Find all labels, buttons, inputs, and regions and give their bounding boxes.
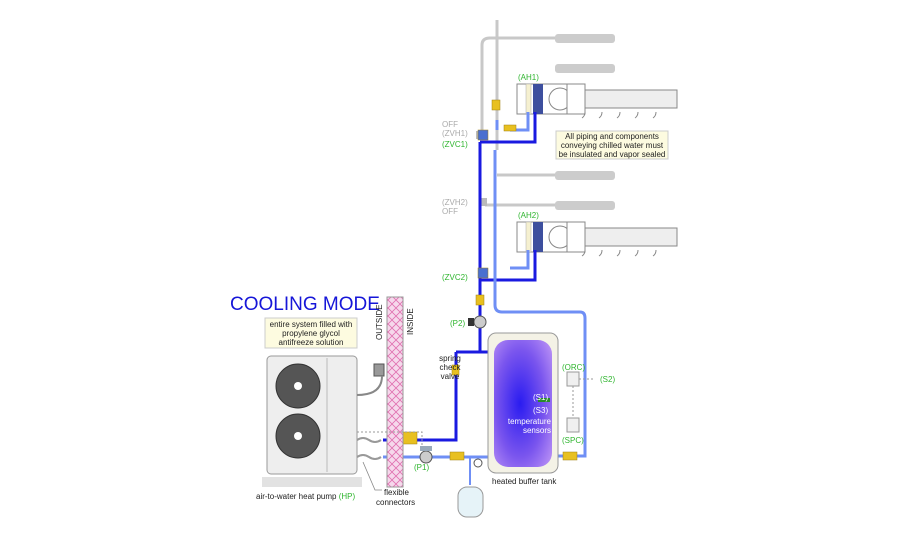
ah1-label: (AH1) xyxy=(518,73,539,82)
orc-label: (ORC) xyxy=(562,363,585,372)
zvh1-off-label: OFF xyxy=(442,120,458,129)
flex-leader xyxy=(362,461,382,491)
ah2-label: (AH2) xyxy=(518,211,539,220)
s1-label: (S1) xyxy=(533,393,548,402)
mode-title: COOLING MODE xyxy=(230,294,380,315)
check-valve-label: valve xyxy=(441,372,460,381)
zvh2-label: (ZVH2) xyxy=(442,198,468,207)
heat-pump-name: air-to-water heat pump xyxy=(256,492,337,501)
inside-label: INSIDE xyxy=(406,308,415,335)
radiant-manifold-1 xyxy=(555,34,615,73)
fluid-note-line: propylene glycol xyxy=(282,329,340,338)
spc-label: (SPC) xyxy=(562,436,584,445)
zvh1-label: (ZVH1) xyxy=(442,129,468,138)
p1-label: (P1) xyxy=(414,463,429,472)
flex-label: flexible xyxy=(384,488,409,497)
check-valve-label: check xyxy=(440,363,462,372)
outside-label: OUTSIDE xyxy=(375,304,384,340)
fluid-note-line: antifreeze solution xyxy=(279,338,344,347)
expansion-tank xyxy=(457,457,484,518)
exterior-wall xyxy=(386,296,404,488)
p2-label: (P2) xyxy=(450,319,465,328)
diffusers xyxy=(581,111,657,257)
fluid-note-box xyxy=(264,317,358,349)
air-handler-ah2 xyxy=(516,221,678,253)
fluid-note-line: entire system filled with xyxy=(270,320,353,329)
zone-valve-zvh2 xyxy=(479,198,487,206)
temperature-sensors-label: temperature xyxy=(508,417,552,426)
insulation-note-line: conveying chilled water must xyxy=(561,141,664,150)
temperature-sensors-label: sensors xyxy=(523,426,551,435)
check-valve-label: spring xyxy=(439,354,461,363)
zvc2-label: (ZVC2) xyxy=(442,273,468,282)
zvc1-label: (ZVC1) xyxy=(442,140,468,149)
controllers xyxy=(566,371,595,433)
tank-label: heated buffer tank xyxy=(492,477,557,486)
pump-p1 xyxy=(419,446,433,464)
heat-pump-label: air-to-water heat pump (HP) xyxy=(256,492,355,501)
insulation-note-box xyxy=(555,130,669,160)
insulation-note-line: be insulated and vapor sealed xyxy=(559,150,666,159)
heat-pump xyxy=(262,355,423,487)
s3-label: (S3) xyxy=(533,406,548,415)
radiant-manifold-2 xyxy=(555,171,615,210)
s2-label: (S2) xyxy=(600,375,615,384)
air-handler-ah1 xyxy=(516,83,678,115)
hp-label: (HP) xyxy=(339,492,356,501)
buffer-tank xyxy=(487,332,559,474)
zvh2-off-label: OFF xyxy=(442,207,458,216)
pump-p2 xyxy=(468,315,487,329)
insulation-note-line: All piping and components xyxy=(565,132,659,141)
valves xyxy=(402,99,578,461)
flex-label: connectors xyxy=(376,498,415,507)
